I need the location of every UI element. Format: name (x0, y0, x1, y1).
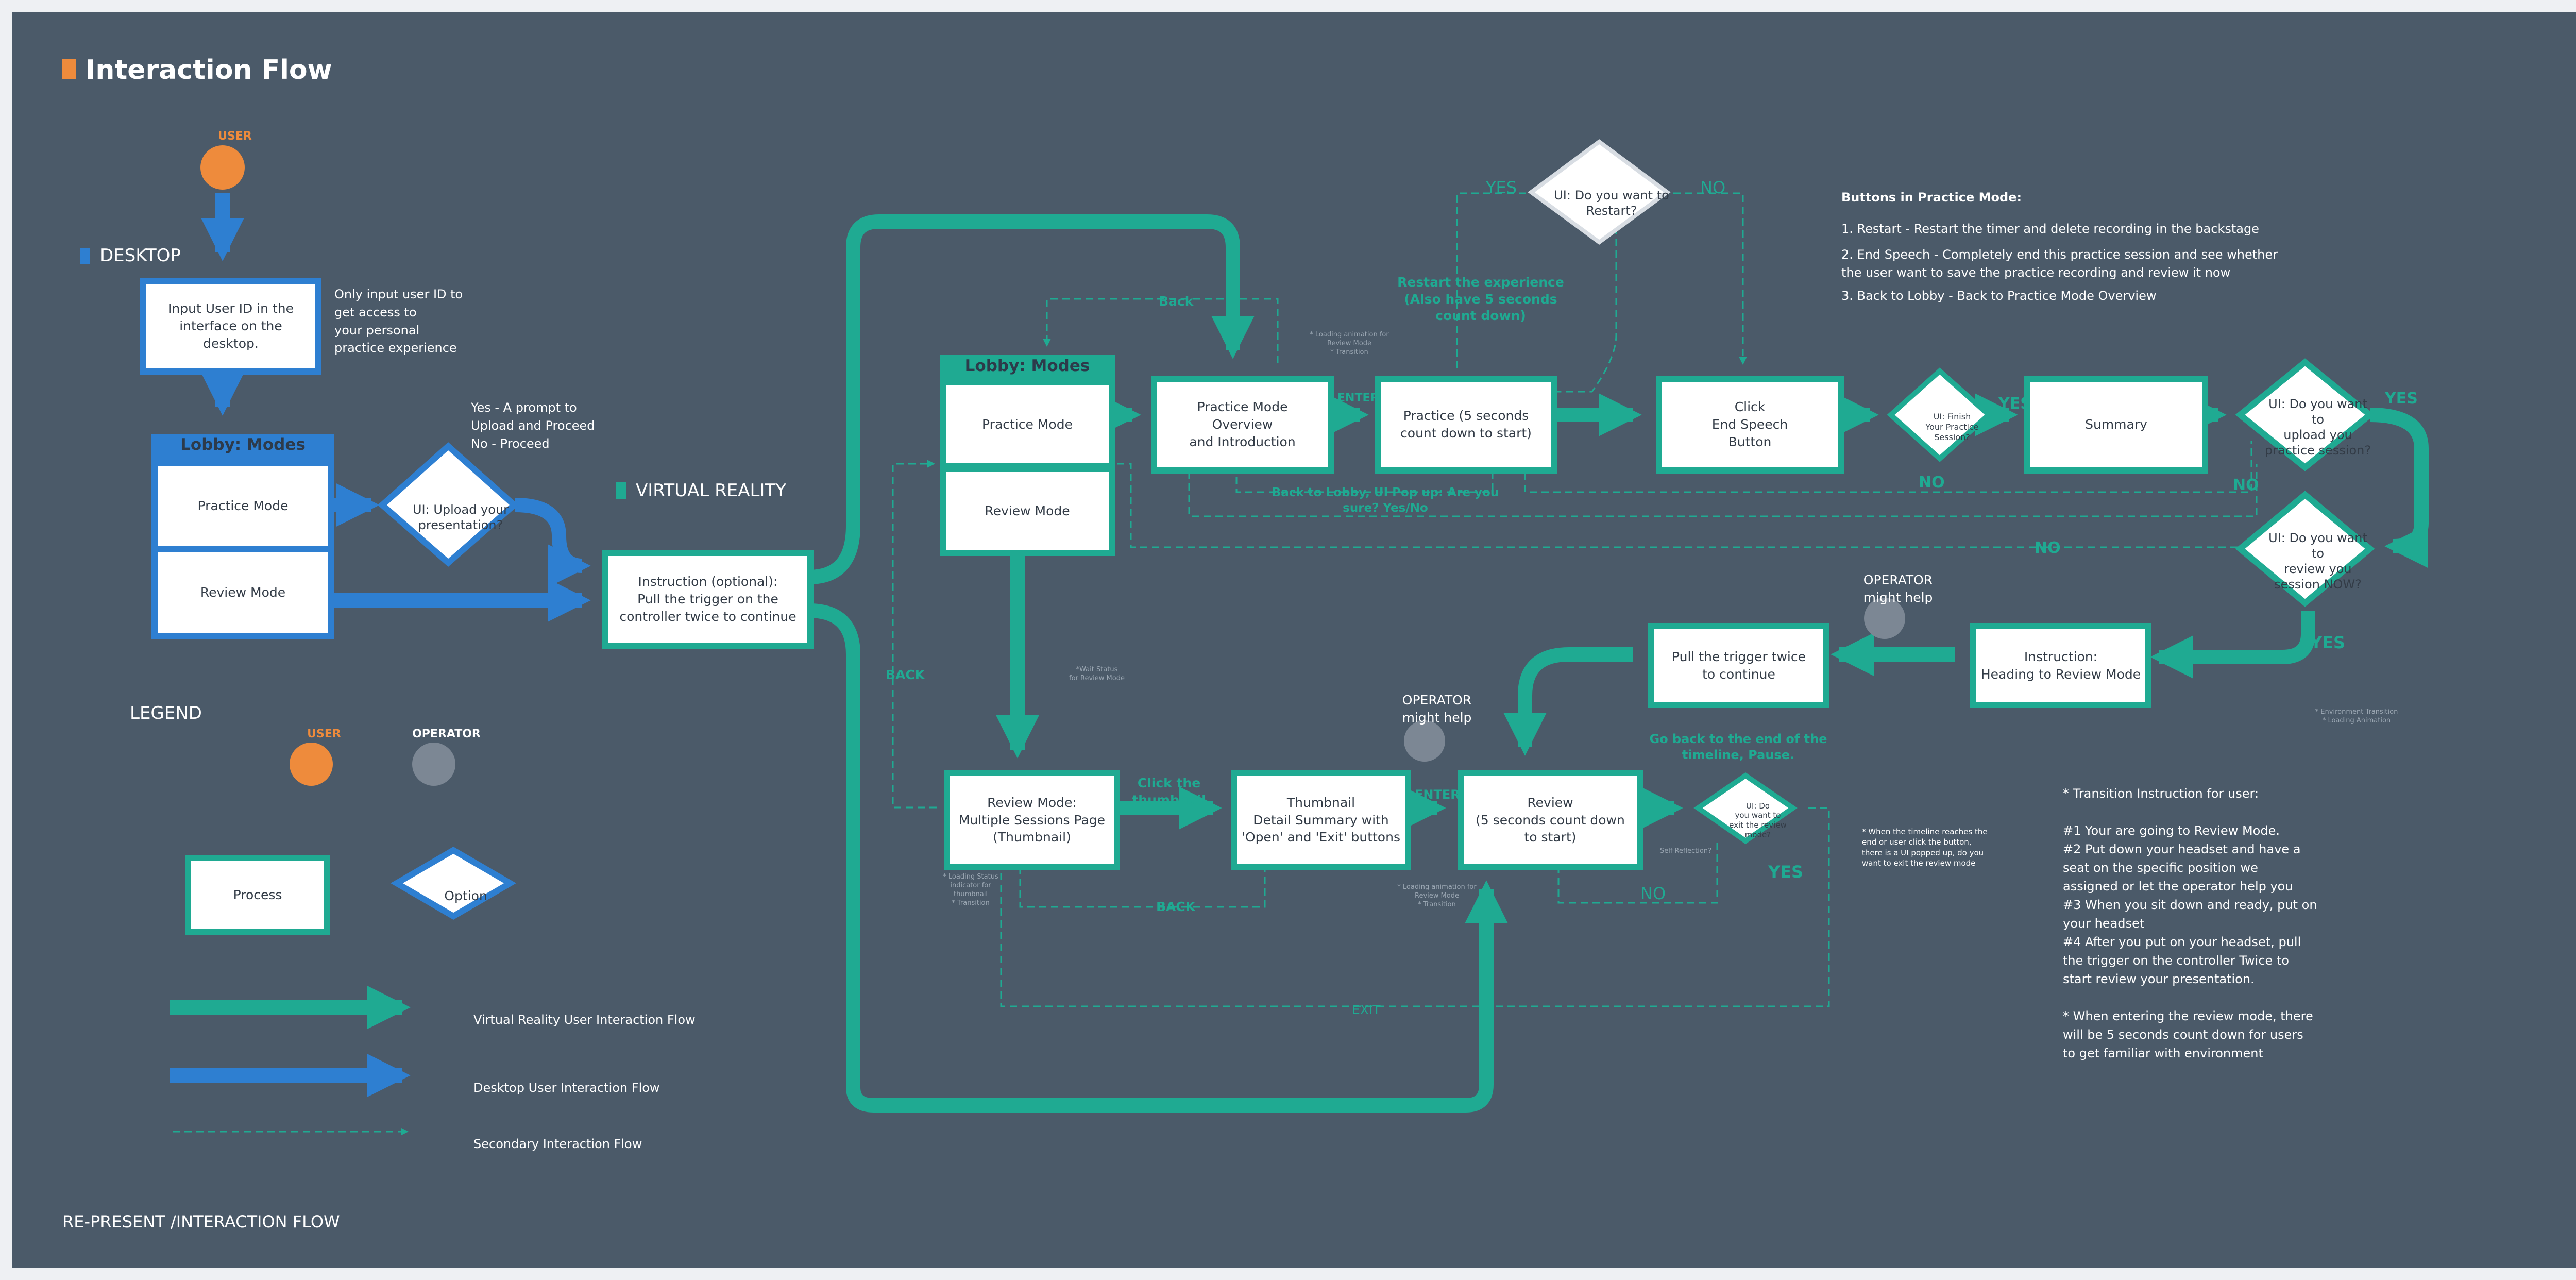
label-yes-exit: YES (1768, 862, 1804, 882)
finish-session-diamond (1887, 367, 1993, 462)
restart-experience-note: Restart the experience (Also have 5 seco… (1397, 275, 1564, 323)
label-enter-bottom: ENTER (1415, 787, 1460, 802)
operator-help-review: OPERATOR might help (1402, 693, 1472, 725)
vr-lobby-title: Lobby: Modes (940, 355, 1115, 381)
note-env-transition: * Environment Transition * Loading Anima… (2315, 708, 2398, 725)
diagram-board: Interaction Flow DESKTOP VIRTUAL REALITY… (12, 12, 2576, 1268)
footer-title: RE-PRESENT /INTERACTION FLOW (62, 1212, 340, 1232)
review-now-decision-text: UI: Do you want to review you session NO… (2268, 531, 2367, 592)
review-countdown-box: Review (5 seconds count down to start) (1458, 770, 1643, 870)
click-thumbnail-note: Click the thumbnail (1132, 776, 1206, 807)
note-loading-top: * Loading animation for Review Mode * Tr… (1310, 331, 1389, 356)
section-desktop: DESKTOP (100, 245, 181, 266)
legend-process-box: Process (185, 855, 330, 935)
desktop-upload-diamond (377, 442, 519, 567)
label-no-review-now: NO (2035, 539, 2061, 557)
legend-operator-circle (412, 743, 455, 786)
label-back-top: Back (1159, 294, 1194, 309)
section-marker-vr (616, 482, 626, 499)
buttons-panel-item-3: 3. Back to Lobby - Back to Practice Mode… (1841, 289, 2157, 303)
legend-desktop-flow: Desktop User Interaction Flow (473, 1081, 660, 1095)
note-loading-status: * Loading Status indicator for thumbnail… (943, 873, 998, 907)
review-multiple-sessions-box: Review Mode: Multiple Sessions Page (Thu… (944, 770, 1120, 870)
label-no-restart: NO (1700, 178, 1726, 197)
label-back-left: BACK (886, 667, 925, 682)
operator-help-trigger: OPERATOR might help (1863, 572, 1933, 605)
input-user-id-box: Input User ID in the interface on the de… (140, 278, 321, 375)
section-vr: VIRTUAL REALITY (636, 480, 786, 501)
note-timeline: * When the timeline reaches the end or u… (1862, 827, 1988, 868)
input-user-note: Only input user ID to get access to your… (334, 287, 463, 356)
buttons-panel-title: Buttons in Practice Mode: (1841, 190, 2022, 205)
restart-decision-text: UI: Do you want to Restart? (1554, 188, 1669, 218)
transition-instructions: * Transition Instruction for user: #1 Yo… (2063, 786, 2317, 1060)
practice-overview-box: Practice Mode Overview and Introduction (1151, 376, 1334, 474)
legend-secondary-flow: Secondary Interaction Flow (473, 1137, 642, 1151)
legend-operator-label: OPERATOR (412, 728, 481, 740)
vr-practice-mode: Practice Mode (940, 379, 1115, 469)
upload-session-diamond (2235, 358, 2375, 471)
label-no-finish: NO (1919, 474, 1945, 492)
note-wait-status: *Wait Status for Review Mode (1069, 666, 1125, 682)
vr-review-mode: Review Mode (940, 466, 1115, 556)
label-enter-top: ENTER (1337, 392, 1379, 405)
exit-review-decision-text: UI: Do you want to exit the review mode? (1729, 801, 1787, 839)
finish-decision-text: UI: Finish Your Practice Session? (1925, 412, 1979, 442)
desktop-practice-mode: Practice Mode (151, 460, 334, 552)
legend-user-label: USER (307, 728, 341, 740)
page-title: Interaction Flow (86, 55, 332, 86)
legend-user-circle (290, 743, 333, 786)
desktop-upload-decision-text: UI: Upload your presentation? (412, 502, 509, 532)
label-no-exit: NO (1640, 884, 1666, 903)
note-loading-bottom: * Loading animation for Review Mode * Tr… (1397, 883, 1477, 908)
summary-box: Summary (2024, 376, 2208, 474)
label-yes-review-now: YES (2310, 633, 2346, 652)
click-end-speech-box: Click End Speech Button (1656, 376, 1844, 474)
thumbnail-detail-box: Thumbnail Detail Summary with 'Open' and… (1231, 770, 1411, 870)
label-yes-finish: YES (1998, 395, 2031, 413)
go-back-end-note: Go back to the end of the timeline, Paus… (1649, 732, 1827, 763)
flow-connectors (170, 139, 2429, 1136)
label-back-bottom: BACK (1156, 899, 1196, 914)
legend-vr-flow: Virtual Reality User Interaction Flow (473, 1013, 696, 1027)
desktop-lobby-title: Lobby: Modes (151, 434, 334, 460)
operator-circle-review (1404, 720, 1445, 762)
exit-review-diamond (1693, 772, 1798, 845)
restart-diamond (1528, 139, 1671, 245)
upload-note: Yes - A prompt to Upload and Proceed No … (471, 400, 595, 451)
vr-instruction-box: Instruction (optional): Pull the trigger… (602, 550, 814, 649)
upload-decision-text: UI: Do you want to upload you practice s… (2264, 397, 2371, 458)
label-yes-upload: YES (2385, 390, 2418, 408)
legend-title: LEGEND (130, 703, 202, 723)
label-exit: EXIT (1352, 1002, 1381, 1017)
desktop-review-mode: Review Mode (151, 546, 334, 639)
user-circle (200, 145, 245, 190)
operator-circle-trigger (1864, 598, 1905, 639)
buttons-panel-item-2: 2. End Speech - Completely end this prac… (1841, 247, 2278, 280)
legend-option-diamond (391, 847, 516, 920)
practice-countdown-box: Practice (5 seconds count down to start) (1375, 376, 1557, 474)
user-label: USER (218, 130, 252, 143)
buttons-panel-item-1: 1. Restart - Restart the timer and delet… (1841, 222, 2259, 236)
instruction-review-box: Instruction: Heading to Review Mode (1970, 623, 2151, 708)
section-marker-desktop (80, 248, 90, 264)
note-self-reflection: Self-Reflection? (1659, 847, 1711, 855)
label-yes-restart: YES (1486, 178, 1517, 197)
review-now-diamond (2235, 491, 2375, 607)
back-to-lobby-note: Back to Lobby, UI Pop up: Are you sure? … (1272, 486, 1499, 515)
label-no-upload: NO (2233, 476, 2259, 494)
pull-trigger-box: Pull the trigger twice to continue (1648, 623, 1829, 708)
legend-option-text: Option (444, 888, 487, 904)
title-marker (62, 59, 76, 79)
